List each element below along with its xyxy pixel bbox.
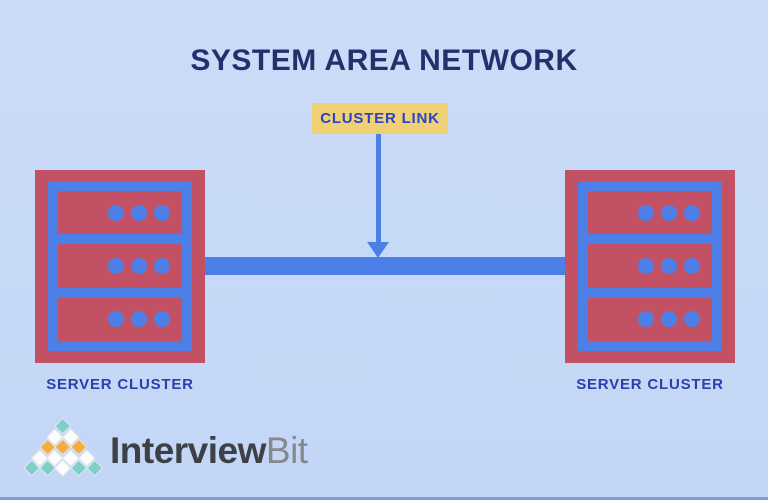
server-row: [588, 244, 712, 288]
server-cluster-right-icon: [565, 170, 735, 363]
server-row: [588, 297, 712, 341]
server-led-dot: [108, 311, 124, 328]
server-rack-frame: [48, 181, 192, 351]
server-row: [58, 297, 182, 341]
server-led-dot: [638, 257, 654, 274]
arrow-stem: [376, 134, 381, 244]
server-led-dot: [154, 257, 170, 274]
interviewbit-logo: InterviewBit: [23, 417, 308, 480]
cluster-connector-bar: [205, 257, 570, 275]
interviewbit-pyramid-icon: [23, 417, 103, 480]
server-row: [58, 191, 182, 235]
server-cluster-left-icon: [35, 170, 205, 363]
server-led-dot: [154, 311, 170, 328]
server-rack-frame: [578, 181, 722, 351]
server-led-dot: [638, 204, 654, 221]
server-row: [588, 191, 712, 235]
server-led-dot: [638, 311, 654, 328]
server-led-dot: [108, 257, 124, 274]
server-led-dot: [661, 257, 677, 274]
server-led-dot: [131, 311, 147, 328]
bottom-edge-strip: [0, 497, 768, 500]
server-led-dot: [684, 311, 700, 328]
server-led-dot: [661, 204, 677, 221]
server-cluster-right-label: SERVER CLUSTER: [576, 376, 724, 393]
server-led-dot: [661, 311, 677, 328]
server-led-dot: [684, 257, 700, 274]
server-led-dot: [684, 204, 700, 221]
server-led-dot: [154, 204, 170, 221]
arrow-down-icon: [367, 242, 389, 258]
server-led-dot: [131, 204, 147, 221]
wordmark-secondary: Bit: [265, 430, 308, 471]
cluster-link-label: CLUSTER LINK: [320, 110, 440, 127]
cluster-link-callout: CLUSTER LINK: [312, 103, 448, 134]
server-led-dot: [131, 257, 147, 274]
diagram-title: SYSTEM AREA NETWORK: [190, 44, 578, 77]
server-cluster-left-label: SERVER CLUSTER: [46, 376, 194, 393]
server-led-dot: [108, 204, 124, 221]
interviewbit-wordmark: InterviewBit: [110, 422, 308, 480]
wordmark-primary: Interview: [110, 430, 266, 471]
server-row: [58, 244, 182, 288]
